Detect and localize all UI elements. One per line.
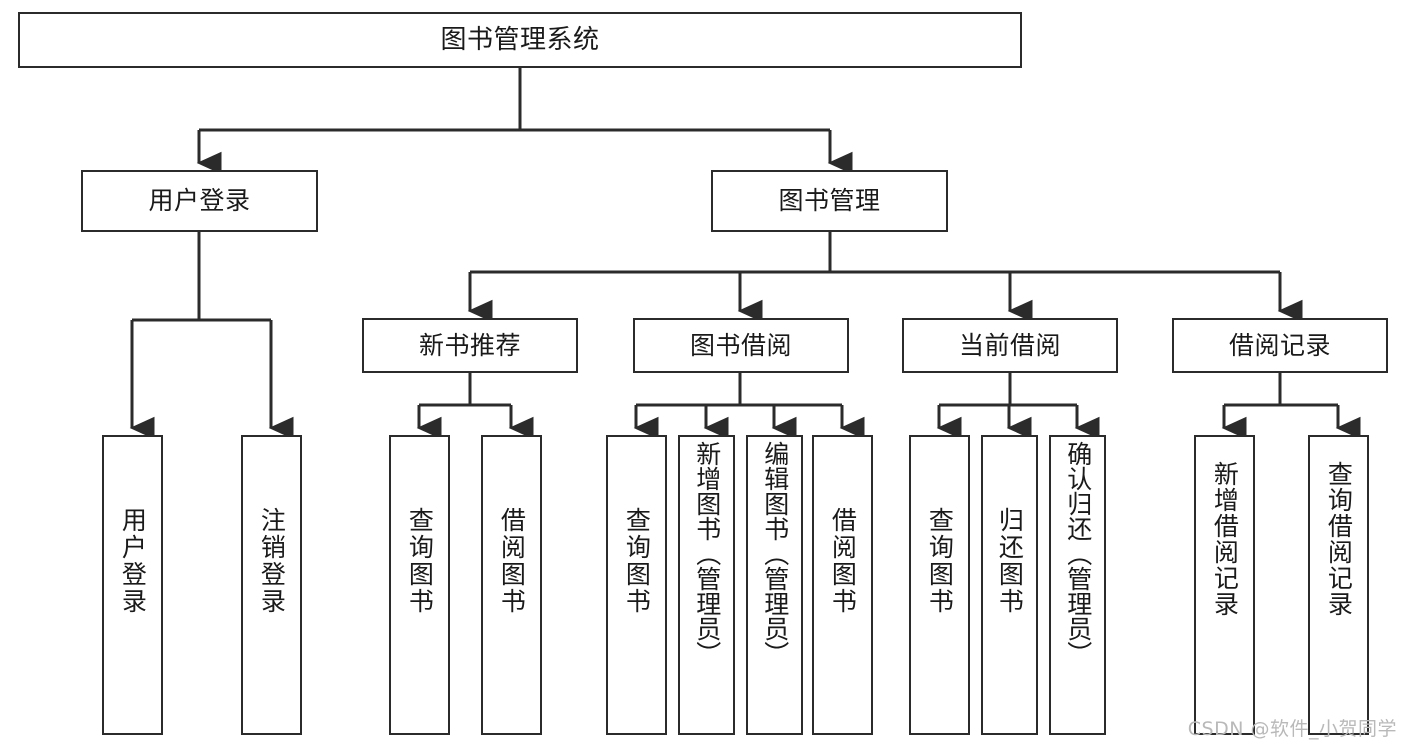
node-user-login[interactable]: 用户登录: [81, 170, 318, 232]
leaf-borrow-record-query[interactable]: 查询借阅记录: [1308, 435, 1369, 735]
node-root-system[interactable]: 图书管理系统: [18, 12, 1022, 68]
leaf-label: 借阅图书: [828, 507, 858, 615]
leaf-current-borrow-confirm-admin[interactable]: 确认归还（管理员）: [1049, 435, 1106, 735]
leaf-current-borrow-query[interactable]: 查询图书: [909, 435, 970, 735]
csdn-watermark: CSDN @软件_小贺同学: [1187, 718, 1397, 740]
leaf-current-borrow-return[interactable]: 归还图书: [981, 435, 1038, 735]
leaf-label: 注销登录: [257, 507, 287, 615]
leaf-user-login-login[interactable]: 用户登录: [102, 435, 163, 735]
leaf-book-borrow-add-admin[interactable]: 新增图书（管理员）: [678, 435, 735, 735]
leaf-label: 新增借阅记录: [1210, 461, 1240, 617]
node-borrow-record[interactable]: 借阅记录: [1172, 318, 1388, 373]
node-new-book-recommend[interactable]: 新书推荐: [362, 318, 578, 373]
leaf-label: 新增图书（管理员）: [692, 441, 722, 666]
leaf-label: 用户登录: [118, 507, 148, 615]
leaf-label: 确认归还（管理员）: [1063, 441, 1093, 666]
leaf-user-login-logout[interactable]: 注销登录: [241, 435, 302, 735]
leaf-label: 查询借阅记录: [1324, 461, 1354, 617]
leaf-label: 查询图书: [405, 507, 435, 615]
node-current-borrow[interactable]: 当前借阅: [902, 318, 1118, 373]
leaf-new-book-borrow[interactable]: 借阅图书: [481, 435, 542, 735]
leaf-label: 编辑图书（管理员）: [760, 441, 790, 666]
leaf-book-borrow-borrow[interactable]: 借阅图书: [812, 435, 873, 735]
leaf-book-borrow-query[interactable]: 查询图书: [606, 435, 667, 735]
leaf-book-borrow-edit-admin[interactable]: 编辑图书（管理员）: [746, 435, 803, 735]
leaf-borrow-record-add[interactable]: 新增借阅记录: [1194, 435, 1255, 735]
leaf-label: 查询图书: [925, 507, 955, 615]
leaf-new-book-query[interactable]: 查询图书: [389, 435, 450, 735]
leaf-label: 归还图书: [995, 507, 1025, 615]
node-book-borrow[interactable]: 图书借阅: [633, 318, 849, 373]
leaf-label: 借阅图书: [497, 507, 527, 615]
node-book-management[interactable]: 图书管理: [711, 170, 948, 232]
leaf-label: 查询图书: [622, 507, 652, 615]
